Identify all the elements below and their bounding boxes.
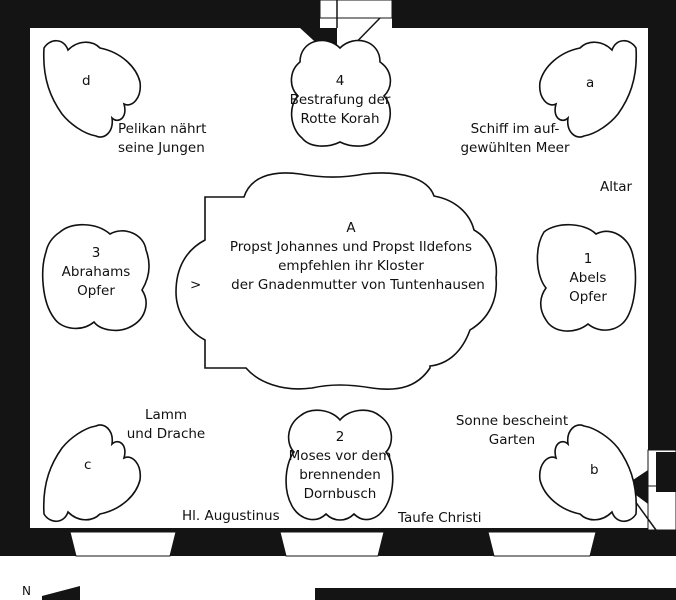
panel-d-frame bbox=[42, 39, 142, 138]
central-line-1: Propst Johannes und Propst Ildefons bbox=[229, 239, 473, 255]
caption-taufe: Taufe Christi bbox=[398, 510, 482, 526]
panel-1-frame bbox=[536, 223, 637, 332]
north-arrow bbox=[42, 586, 80, 600]
central-inscription: A Propst Johannes und Propst Ildefons em… bbox=[215, 219, 487, 295]
panel-3-frame bbox=[41, 223, 150, 332]
panel-3-label: 3 Abrahams Opfer bbox=[61, 245, 131, 299]
panel-1-label: 1 Abels Opfer bbox=[569, 251, 607, 305]
panel-b-label: b bbox=[590, 462, 599, 478]
central-cartouche bbox=[175, 172, 498, 390]
panel-2-label: 2 Moses vor dem brennenden Dornbusch bbox=[288, 429, 392, 502]
north-label: N bbox=[22, 584, 31, 598]
caption-sonne: Sonne bescheint Garten bbox=[455, 413, 569, 448]
panel-d-label: d bbox=[82, 73, 91, 89]
caption-schiff: Schiff im auf- gewühlten Meer bbox=[460, 121, 570, 156]
central-marker: > bbox=[190, 277, 202, 293]
panel-2-frame bbox=[285, 409, 394, 521]
caption-augustinus: Hl. Augustinus bbox=[182, 508, 280, 524]
central-line-2: empfehlen ihr Kloster bbox=[278, 258, 424, 274]
caption-pelikan: Pelikan nährt seine Jungen bbox=[118, 121, 207, 156]
panel-b-frame bbox=[538, 424, 638, 523]
central-letter: A bbox=[346, 220, 356, 236]
panel-4-label: 4 Bestrafung der Rotte Korah bbox=[289, 73, 391, 127]
lower-strip bbox=[42, 586, 676, 600]
right-door bbox=[623, 449, 676, 531]
panel-4-frame bbox=[290, 39, 392, 147]
bottom-openings bbox=[69, 531, 597, 557]
central-line-3: der Gnadenmutter von Tuntenhausen bbox=[231, 277, 485, 293]
panel-a-label: a bbox=[586, 75, 595, 91]
panel-c-label: c bbox=[84, 457, 92, 473]
caption-lamm: Lamm und Drache bbox=[126, 407, 206, 442]
panel-c-frame bbox=[42, 424, 142, 523]
caption-altar: Altar bbox=[600, 179, 633, 195]
panel-a-frame bbox=[538, 39, 638, 138]
